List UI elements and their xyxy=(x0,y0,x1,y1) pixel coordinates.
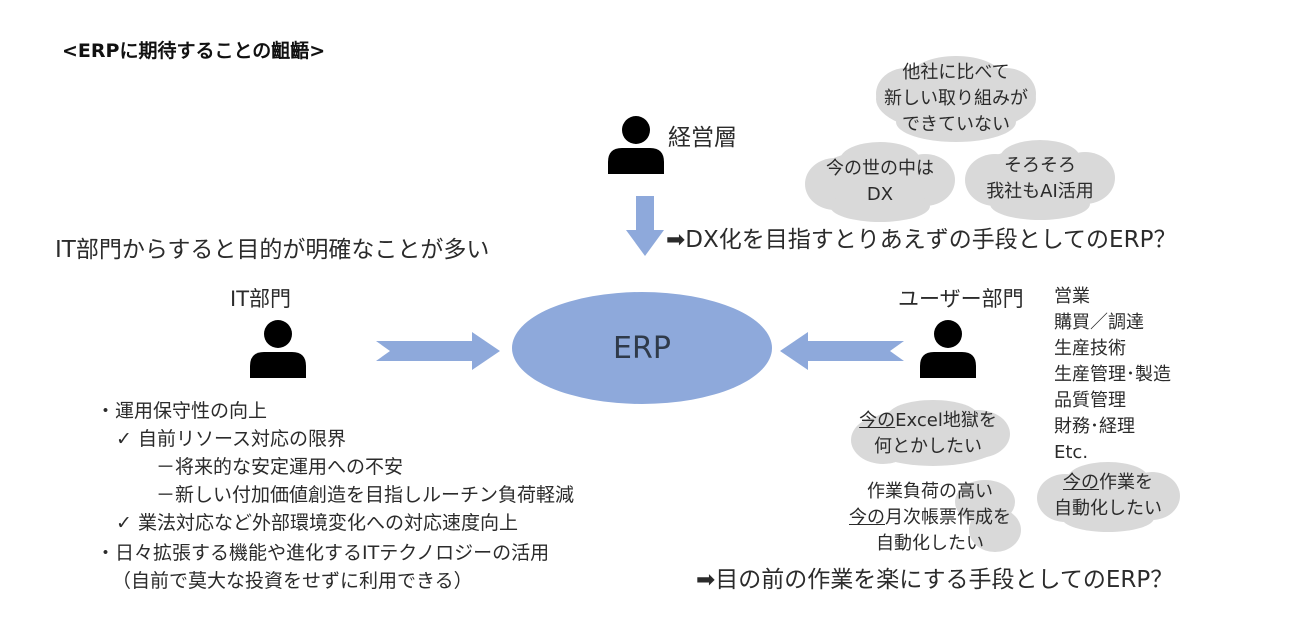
underlined-prefix: 今の xyxy=(859,410,896,431)
department-item: 財務･経理 xyxy=(1054,416,1135,437)
it-note: IT部門からすると目的が明確なことが多い xyxy=(55,237,490,263)
cloud-line: DX xyxy=(866,184,894,205)
right-arrow-icon: ➡ xyxy=(696,567,716,593)
management-label: 経営層 xyxy=(668,125,737,151)
department-item: Etc. xyxy=(1054,442,1089,463)
user-conclusion: ➡目の前の作業を楽にする手段としてのERP？ xyxy=(696,560,1173,594)
cloud-line: 他社に比べて xyxy=(902,62,1010,83)
user-dept-label: ユーザー部門 xyxy=(898,287,1024,311)
thought-cloud-other-companies: 他社に比べて 新しい取り組みが できていない xyxy=(856,54,1056,144)
cloud-line: 我社もAI活用 xyxy=(986,181,1094,202)
cloud-line: 自動化したい xyxy=(876,533,984,554)
cloud-line: できていない xyxy=(902,114,1010,135)
thought-cloud-excel: 今のExcel地獄を 何とかしたい xyxy=(838,394,1018,474)
left-block-arrow-icon xyxy=(780,332,904,370)
cloud-line-rest: 作業を xyxy=(1099,472,1153,493)
cloud-line-rest: Excel地獄を xyxy=(895,410,997,431)
thought-cloud-dx-era: 今の世の中は DX xyxy=(800,140,960,224)
cloud-line: 自動化したい xyxy=(1054,498,1162,519)
department-item: 生産技術 xyxy=(1054,338,1126,359)
management-conclusion: ➡DX化を目指すとりあえずの手段としてのERP？ xyxy=(666,220,1176,254)
erp-ellipse: ERP xyxy=(512,292,772,404)
cloud-line: そろそろ xyxy=(1004,155,1076,176)
underlined-prefix: 今の xyxy=(1063,472,1099,493)
bullet-item: ・日々拡張する機能や進化するITテクノロジーの活用 xyxy=(96,542,550,564)
bullet-item: ・運用保守性の向上 xyxy=(96,400,268,422)
bullet-item: －新しい付加価値創造を目指しルーチン負荷軽減 xyxy=(156,484,575,506)
bullet-item: （自前で莫大な投資をせずに利用できる） xyxy=(112,570,473,592)
cloud-shape xyxy=(876,56,1036,142)
department-item: 品質管理 xyxy=(1054,390,1126,411)
thought-cloud-report: 作業負荷の高い 今の月次帳票作成を 自動化したい xyxy=(820,472,1040,564)
department-list: 営業 購買／調達 生産技術 生産管理･製造 品質管理 財務･経理 Etc. xyxy=(1054,284,1171,466)
cloud-line: 今のExcel地獄を xyxy=(859,408,997,434)
cloud-shape xyxy=(955,480,1021,552)
department-item: 営業 xyxy=(1054,286,1090,307)
department-item: 生産管理･製造 xyxy=(1054,364,1171,385)
cloud-line: 今の作業を xyxy=(1063,470,1153,496)
thought-cloud-task: 今の作業を 自動化したい xyxy=(1030,458,1186,534)
department-item: 購買／調達 xyxy=(1054,312,1144,333)
page-title: <ERPに期待することの齟齬> xyxy=(62,40,326,62)
management-person-icon xyxy=(608,114,664,174)
cloud-line: 何とかしたい xyxy=(874,436,982,457)
erp-label: ERP xyxy=(613,330,671,366)
cloud-line-rest: 月次帳票作成を xyxy=(885,507,1011,528)
it-dept-label: IT部門 xyxy=(230,287,292,311)
cloud-shape xyxy=(1037,462,1180,532)
cloud-line: 今の世の中は xyxy=(826,158,934,179)
thought-cloud-ai: そろそろ 我社もAI活用 xyxy=(960,136,1120,222)
bullet-item: ✓ 業法対応など外部環境変化への対応速度向上 xyxy=(116,512,518,534)
user-dept-person-icon xyxy=(920,318,976,378)
cloud-line: 新しい取り組みが xyxy=(884,88,1028,109)
management-conclusion-text: DX化を目指すとりあえずの手段としてのERP？ xyxy=(685,227,1177,253)
bullet-item: －将来的な安定運用への不安 xyxy=(156,456,404,478)
cloud-shape xyxy=(965,140,1115,220)
right-arrow-icon: ➡ xyxy=(666,227,686,253)
cloud-shape xyxy=(805,142,955,222)
it-dept-person-icon xyxy=(250,318,306,378)
cloud-line: 今の月次帳票作成を xyxy=(849,505,1011,531)
cloud-line: 作業負荷の高い xyxy=(867,481,993,502)
cloud-shape xyxy=(851,400,1010,466)
user-conclusion-text: 目の前の作業を楽にする手段としてのERP？ xyxy=(715,567,1174,593)
bullet-item: ✓ 自前リソース対応の限界 xyxy=(116,428,347,450)
right-block-arrow-icon xyxy=(376,332,500,370)
underlined-prefix: 今の xyxy=(849,507,885,528)
down-arrow-icon xyxy=(626,196,664,256)
